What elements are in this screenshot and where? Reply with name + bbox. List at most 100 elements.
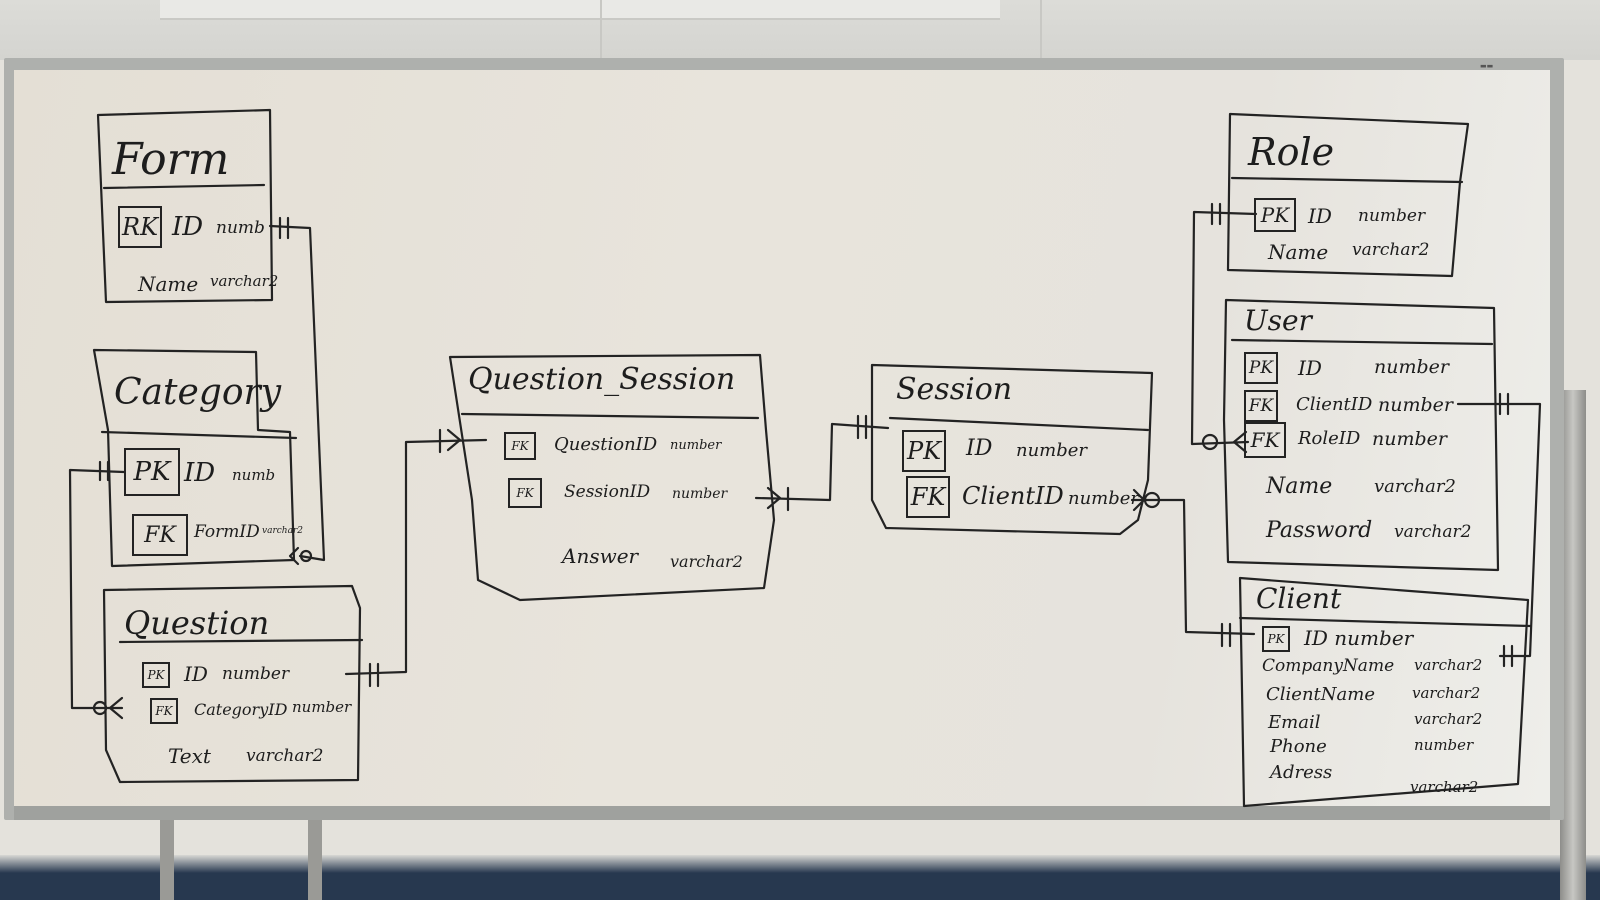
relation-category-question [68, 468, 126, 710]
question-session-answer-field: Answer [562, 544, 639, 568]
question-session-title: Question_Session [468, 362, 736, 397]
user-id-type: number [1374, 356, 1449, 378]
category-formid-field: FormID [194, 522, 260, 542]
question-session-divider [460, 412, 760, 420]
form-title: Form [112, 134, 230, 185]
user-roleid-type: number [1372, 428, 1447, 450]
one-marker [98, 460, 110, 482]
one-marker [1210, 202, 1222, 226]
wall-seam [600, 0, 602, 60]
client-pk-badge: PK [1262, 626, 1290, 652]
role-id-type: number [1358, 206, 1426, 226]
client-address-field: Adress [1270, 762, 1333, 783]
question-categoryid-field: CategoryID [194, 700, 288, 719]
many-marker [438, 428, 462, 454]
user-title: User [1244, 304, 1312, 337]
many-marker [288, 546, 300, 566]
category-formid-type: varchar2 [262, 526, 303, 536]
question-pk-badge: PK [142, 662, 170, 688]
question-box [102, 584, 362, 784]
wall-seam [1040, 0, 1042, 60]
role-box [1226, 112, 1470, 278]
session-pk-badge: PK [902, 430, 946, 472]
one-marker [278, 216, 290, 240]
category-pk-badge: PK [124, 448, 180, 496]
question-session-box [448, 353, 776, 602]
client-email-field: Email [1268, 712, 1321, 733]
category-fk-badge: FK [132, 514, 188, 556]
session-fk-badge: FK [906, 476, 950, 518]
relation-role-user [1190, 210, 1258, 446]
user-clientid-field: ClientID [1296, 394, 1373, 415]
user-name-field: Name [1266, 474, 1333, 499]
session-clientid-type: number [1068, 488, 1140, 509]
category-divider [100, 430, 298, 440]
session-clientid-field: ClientID [962, 482, 1064, 510]
user-name-type: varchar2 [1374, 476, 1456, 497]
client-clientname-field: ClientName [1266, 684, 1375, 705]
one-marker [368, 662, 380, 688]
category-id-type: numb [232, 466, 276, 484]
form-divider [102, 183, 266, 190]
question-session-questionid-type: number [670, 438, 722, 453]
form-key-badge: RK [118, 206, 162, 248]
form-box [96, 108, 274, 304]
form-id-field: ID [172, 212, 204, 242]
many-marker [108, 696, 124, 720]
role-divider [1230, 176, 1464, 184]
one-marker [1502, 644, 1514, 668]
question-session-sessionid-type: number [672, 486, 728, 502]
question-divider [118, 638, 364, 644]
question-session-fk1-badge: FK [504, 432, 536, 460]
board-brand-mark: ▬▬ [1480, 62, 1494, 70]
client-companyname-field: CompanyName [1262, 656, 1395, 676]
zero-marker [92, 700, 108, 716]
question-session-sessionid-field: SessionID [564, 482, 651, 502]
many-marker [1232, 430, 1248, 454]
category-box [92, 348, 296, 568]
category-id-field: ID [184, 458, 216, 488]
category-title: Category [114, 372, 282, 413]
marker-tray [14, 806, 1550, 820]
question-session-fk2-badge: FK [508, 478, 542, 508]
user-id-field: ID [1298, 356, 1322, 380]
role-name-type: varchar2 [1352, 240, 1430, 260]
question-title: Question [124, 604, 270, 642]
one-marker [1498, 392, 1510, 416]
user-password-field: Password [1266, 518, 1373, 543]
relation-form-category [268, 224, 326, 562]
client-address-type: varchar2 [1410, 778, 1479, 796]
client-companyname-type: varchar2 [1414, 656, 1483, 674]
question-id-type: number [222, 664, 290, 684]
session-id-type: number [1016, 440, 1088, 461]
session-id-field: ID [966, 436, 993, 461]
zero-marker [1201, 433, 1219, 451]
stand-post [1560, 390, 1586, 900]
zero-marker [299, 549, 313, 563]
session-box [870, 363, 1154, 536]
user-box [1222, 298, 1500, 572]
user-roleid-field: RoleID [1298, 428, 1361, 449]
form-name-type: varchar2 [210, 272, 279, 290]
client-id-field: ID number [1304, 626, 1414, 650]
client-email-type: varchar2 [1414, 710, 1483, 728]
wall-rail [160, 0, 1000, 20]
many-marker [766, 486, 790, 512]
client-clientname-type: varchar2 [1412, 684, 1481, 702]
client-divider [1238, 616, 1532, 628]
user-password-type: varchar2 [1394, 522, 1472, 542]
question-id-field: ID [184, 662, 208, 686]
user-fk1-badge: FK [1244, 390, 1278, 422]
user-divider [1230, 338, 1494, 346]
question-fk-badge: FK [150, 698, 178, 724]
session-title: Session [896, 372, 1013, 407]
user-pk-badge: PK [1244, 352, 1278, 384]
question-text-type: varchar2 [246, 746, 324, 766]
relation-session-questionsession [754, 422, 890, 502]
one-marker [1220, 622, 1232, 648]
client-phone-type: number [1414, 736, 1474, 754]
relation-question-questionsession [344, 438, 488, 676]
user-clientid-type: number [1378, 394, 1453, 416]
role-pk-badge: PK [1254, 198, 1296, 232]
